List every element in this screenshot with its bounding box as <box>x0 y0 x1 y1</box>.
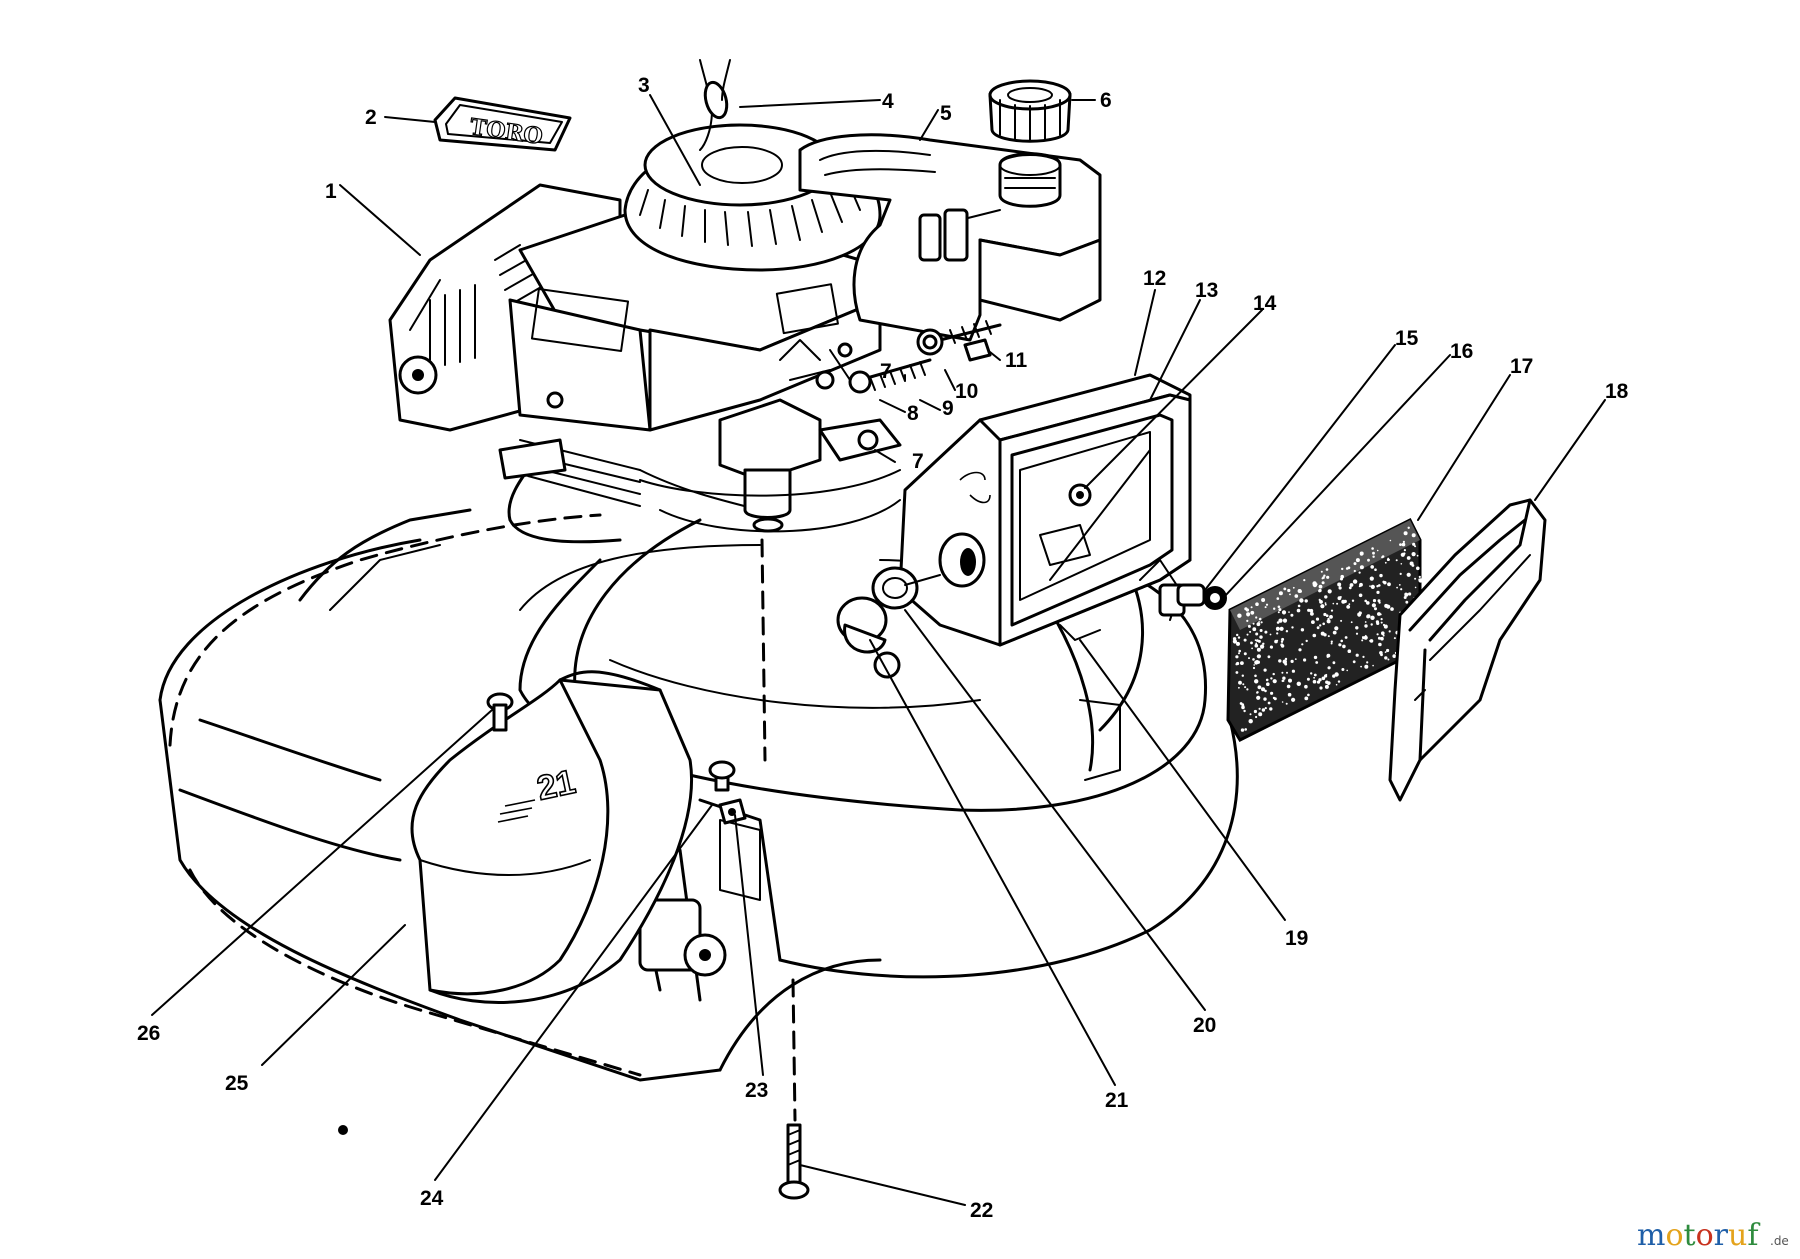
callout-19: 19 <box>1285 927 1308 950</box>
callout-26: 26 <box>137 1022 160 1045</box>
callout-10: 10 <box>955 380 978 403</box>
foam-texture <box>1232 524 1428 732</box>
callout-7a: 7 <box>880 360 892 383</box>
foam-filter-element <box>1226 517 1428 742</box>
watermark-suffix: .de <box>1770 1234 1789 1248</box>
watermark-logo: motoruf .de <box>1637 1218 1789 1253</box>
discharge-deflector: 21 <box>410 670 693 1004</box>
stray-mark <box>338 1125 348 1135</box>
callout-20: 20 <box>1193 1014 1216 1037</box>
callout-2: 2 <box>365 106 377 129</box>
callout-14: 14 <box>1253 292 1277 315</box>
callout-17: 17 <box>1510 355 1533 378</box>
bolt-23 <box>718 798 747 825</box>
fuel-bowl <box>743 468 792 519</box>
starter-rope-handle <box>699 59 731 151</box>
air-cleaner-body <box>898 373 1192 647</box>
callout-25: 25 <box>225 1072 249 1095</box>
primer-bulb-assembly <box>836 566 941 679</box>
callout-21: 21 <box>1105 1089 1129 1112</box>
fuel-tank <box>798 133 1102 362</box>
callout-23: 23 <box>745 1079 768 1102</box>
bolt-26 <box>486 692 514 732</box>
air-cleaner-cover <box>1388 498 1547 802</box>
callout-11: 11 <box>1005 349 1028 372</box>
callout-13: 13 <box>1195 279 1218 302</box>
callout-6: 6 <box>1100 89 1112 112</box>
shroud-vent-slots <box>429 244 549 366</box>
bolt-24 <box>708 760 736 792</box>
callout-12: 12 <box>1143 267 1166 290</box>
callout-1: 1 <box>325 180 337 203</box>
callout-4: 4 <box>882 90 894 113</box>
fuel-cap <box>988 79 1072 143</box>
callout-15: 15 <box>1395 327 1419 350</box>
callout-18: 18 <box>1605 380 1629 403</box>
deck-badge: 21 <box>534 763 579 808</box>
carb-mount-bolts <box>848 320 1002 394</box>
wing-nut-and-washer <box>1176 583 1227 610</box>
mower-deck-housing <box>158 508 1239 1122</box>
toro-decal-plate: TORO <box>433 96 572 152</box>
callout-16: 16 <box>1450 340 1473 363</box>
callout-5: 5 <box>940 102 952 125</box>
callout-3: 3 <box>638 74 650 97</box>
watermark-text: motoruf <box>1637 1218 1760 1253</box>
callout-8: 8 <box>907 402 919 425</box>
deck-bolt-22 <box>778 1123 810 1200</box>
leader-lines <box>151 94 1606 1206</box>
callout-24: 24 <box>420 1187 444 1210</box>
callout-9: 9 <box>942 397 954 420</box>
callout-22: 22 <box>970 1199 993 1222</box>
callout-7b: 7 <box>912 450 924 473</box>
callout-numbers: 1 2 3 4 5 6 7 7 8 9 10 11 12 13 14 15 16… <box>137 74 1629 1222</box>
carburetor <box>718 398 822 482</box>
